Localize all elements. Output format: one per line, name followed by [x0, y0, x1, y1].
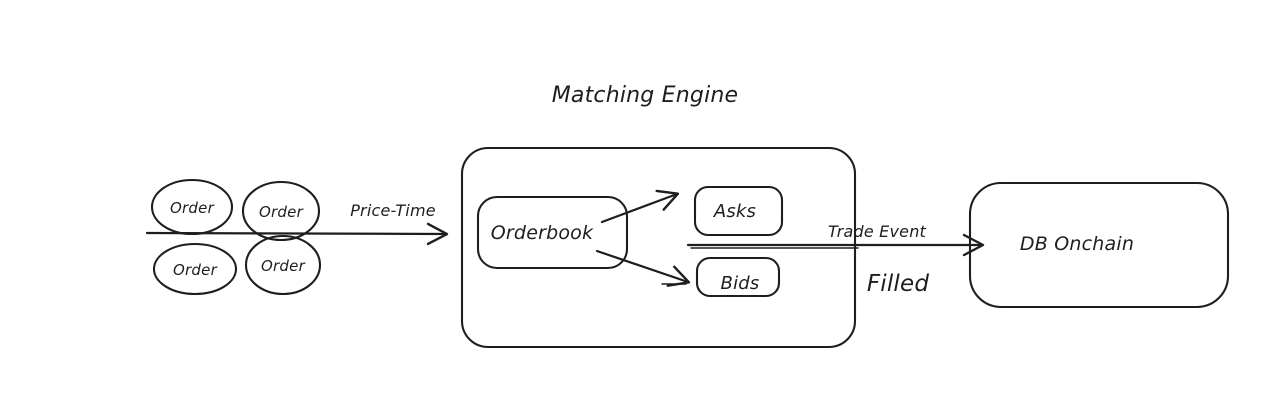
order-label-2: Order — [259, 203, 304, 221]
order-label-1: Order — [170, 199, 215, 217]
order-label-3: Order — [173, 261, 218, 279]
price-time-arrow — [145, 222, 449, 246]
db-onchain-node — [968, 181, 1230, 309]
order-ellipse-2 — [241, 180, 321, 242]
orderbook-label: Orderbook — [491, 222, 594, 244]
orderbook-asks-arrow — [600, 189, 680, 224]
orderbook-bids-arrow — [595, 249, 691, 287]
orderbook-node — [476, 195, 629, 270]
order-ellipse-4 — [244, 234, 322, 296]
bids-node — [695, 256, 781, 298]
asks-node — [693, 185, 784, 237]
order-label-4: Order — [261, 257, 306, 275]
filled-label: Filled — [867, 271, 930, 297]
order-ellipse-3 — [152, 242, 238, 296]
asks-label: Asks — [713, 201, 756, 222]
db-onchain-label: DB Onchain — [1020, 233, 1134, 255]
bids-label: Bids — [721, 273, 760, 294]
price-time-label: Price-Time — [350, 201, 436, 220]
trade-event-label: Trade Event — [828, 222, 927, 241]
diagram-title: Matching Engine — [552, 83, 739, 108]
